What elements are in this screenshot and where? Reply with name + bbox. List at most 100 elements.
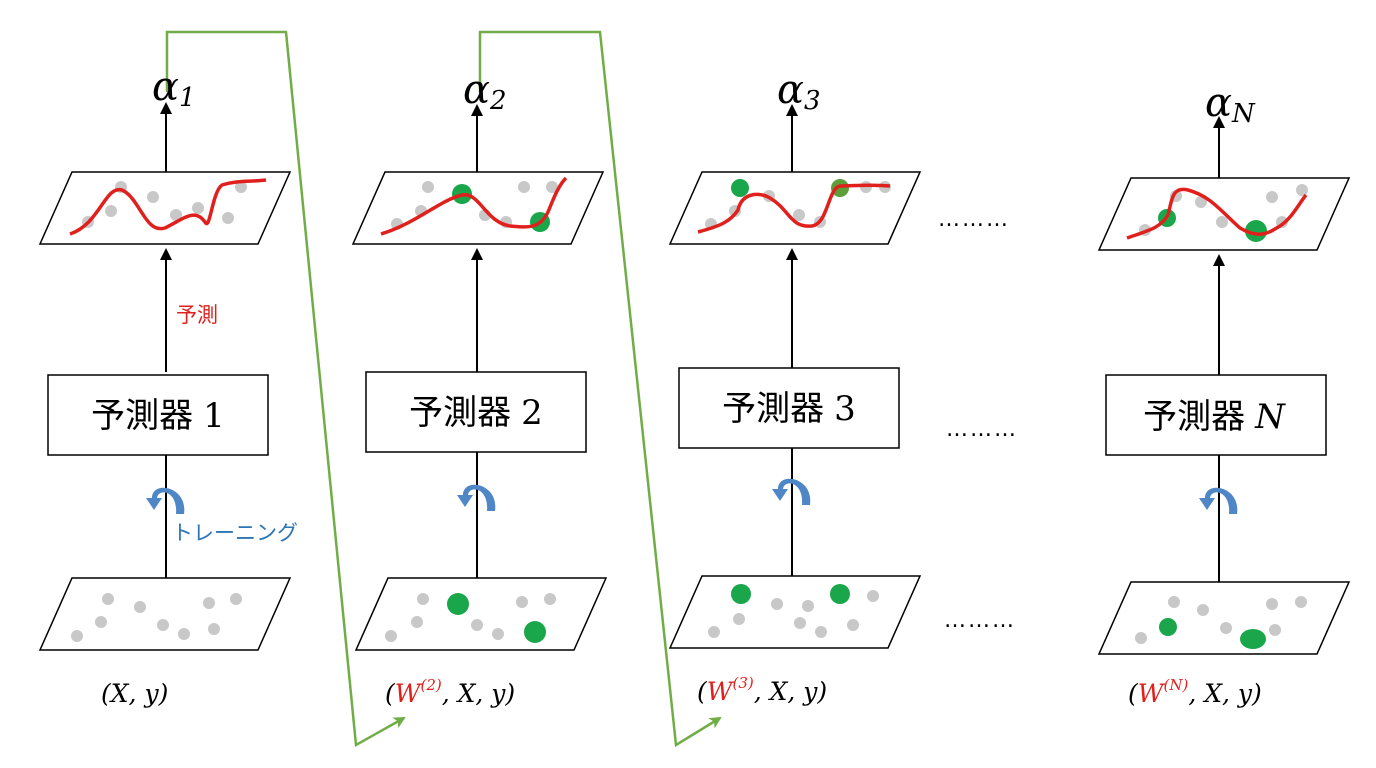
ellipsis-group: ……… ……… ………	[938, 207, 1018, 633]
dot	[192, 202, 204, 214]
dot	[708, 626, 720, 638]
dot	[793, 209, 805, 221]
dot	[71, 630, 83, 642]
dot	[518, 181, 530, 193]
dot	[771, 598, 783, 610]
highlight-dots-input-3	[731, 584, 850, 604]
dot	[1195, 196, 1207, 208]
plane-dots-input-1	[71, 593, 242, 642]
dot	[422, 181, 434, 193]
feedback-line-1-to-2	[165, 30, 406, 748]
dot	[147, 191, 159, 203]
dot	[847, 619, 859, 631]
highlight-dots-input-n	[1159, 618, 1266, 649]
plane-dots-input-3	[708, 590, 879, 638]
predictor-box-3	[678, 367, 900, 449]
dot	[802, 600, 814, 612]
training-cycle-icon-3	[772, 478, 811, 505]
input-plane-3	[668, 575, 922, 649]
dot	[1216, 216, 1228, 228]
prediction-plane-1	[38, 171, 292, 245]
feedback-line-2-to-3	[478, 30, 722, 748]
dot	[203, 597, 215, 609]
dot	[170, 209, 182, 221]
dot	[1295, 596, 1307, 608]
dot	[867, 590, 879, 602]
highlight-dot	[831, 179, 849, 197]
highlight-dot	[731, 179, 749, 197]
ellipsis-bottom: ………	[944, 608, 1016, 633]
dot	[178, 628, 190, 640]
alpha-3-label: α3	[777, 67, 821, 116]
dot	[208, 623, 220, 635]
alpha-1-label: α1	[152, 64, 196, 113]
dataset-label-n: (W(N), X, y)	[1128, 676, 1262, 708]
dot	[411, 616, 423, 628]
alpha-2-label: α2	[463, 67, 507, 116]
plane-dots-input-2	[385, 593, 556, 642]
predictor-box-2	[365, 371, 587, 453]
highlight-dot	[1240, 629, 1266, 649]
highlight-dots-input-2	[447, 593, 546, 643]
dot	[492, 628, 504, 640]
dot	[222, 212, 234, 224]
dataset-label-2: (W(2), X, y)	[385, 676, 515, 708]
dot	[815, 626, 827, 638]
dot	[157, 619, 169, 631]
highlight-dot	[524, 621, 546, 643]
training-cycle-icon-1	[146, 487, 185, 514]
dot	[516, 596, 528, 608]
dot	[105, 205, 117, 217]
fit-curve-3	[697, 183, 891, 234]
dot	[1197, 604, 1209, 616]
highlight-dot	[447, 593, 469, 615]
ellipsis-top: ………	[938, 207, 1010, 232]
dot	[471, 619, 483, 631]
predict-label: 予測	[176, 303, 218, 327]
input-plane-1	[38, 577, 292, 651]
dot	[544, 593, 556, 605]
input-plane-n	[1097, 581, 1351, 655]
plane-dots-input-n	[1135, 596, 1307, 644]
dot	[134, 601, 146, 613]
dot	[546, 181, 558, 193]
dot	[102, 593, 114, 605]
plane-dots-pred-n	[1139, 184, 1308, 236]
feedback-lines	[165, 30, 722, 748]
dot	[1168, 596, 1180, 608]
dot	[733, 613, 745, 625]
dot	[1266, 598, 1278, 610]
dataset-label-3: (W(3), X, y)	[697, 674, 827, 706]
dot	[1220, 622, 1232, 634]
training-cycle-icon-2	[457, 484, 496, 511]
highlight-dots-pred-3	[731, 179, 849, 197]
dot	[1266, 191, 1278, 203]
training-cycle-icon-n	[1199, 487, 1238, 514]
ellipsis-middle: ………	[946, 417, 1018, 442]
fit-curve-2	[380, 176, 568, 236]
dot	[794, 617, 806, 629]
highlight-dot	[731, 584, 751, 604]
dot	[1296, 184, 1308, 196]
dataset-label-1: (X, y)	[101, 679, 168, 708]
dot	[417, 593, 429, 605]
dot	[230, 593, 242, 605]
fit-curve-1	[69, 178, 267, 236]
highlight-dot	[1159, 618, 1177, 636]
plane-dots-pred-2	[391, 181, 558, 230]
training-label: トレーニング	[172, 521, 298, 545]
dot	[1269, 624, 1281, 636]
predictor-box-n	[1105, 374, 1327, 456]
fit-curve-n	[1126, 187, 1308, 240]
highlight-dot	[830, 584, 850, 604]
prediction-plane-2	[351, 171, 605, 245]
